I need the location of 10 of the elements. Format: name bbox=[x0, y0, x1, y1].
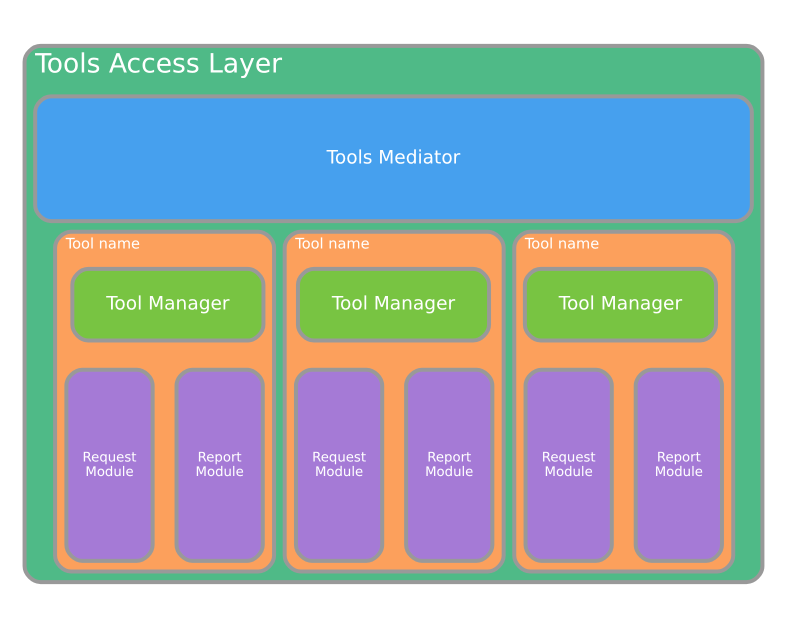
node-box: Request Module bbox=[64, 367, 155, 562]
node-box: Tool Manager bbox=[296, 266, 492, 342]
node-box: Report Module bbox=[634, 367, 724, 562]
node-box: Tool Manager bbox=[70, 266, 266, 342]
node-box: Tools Mediator bbox=[33, 94, 754, 223]
node-box: Report Module bbox=[404, 367, 494, 562]
node-box: Report Module bbox=[174, 367, 265, 562]
node-box: Tool Manager bbox=[522, 266, 718, 342]
node-box: Request Module bbox=[294, 367, 384, 562]
node-box: Request Module bbox=[524, 367, 614, 562]
